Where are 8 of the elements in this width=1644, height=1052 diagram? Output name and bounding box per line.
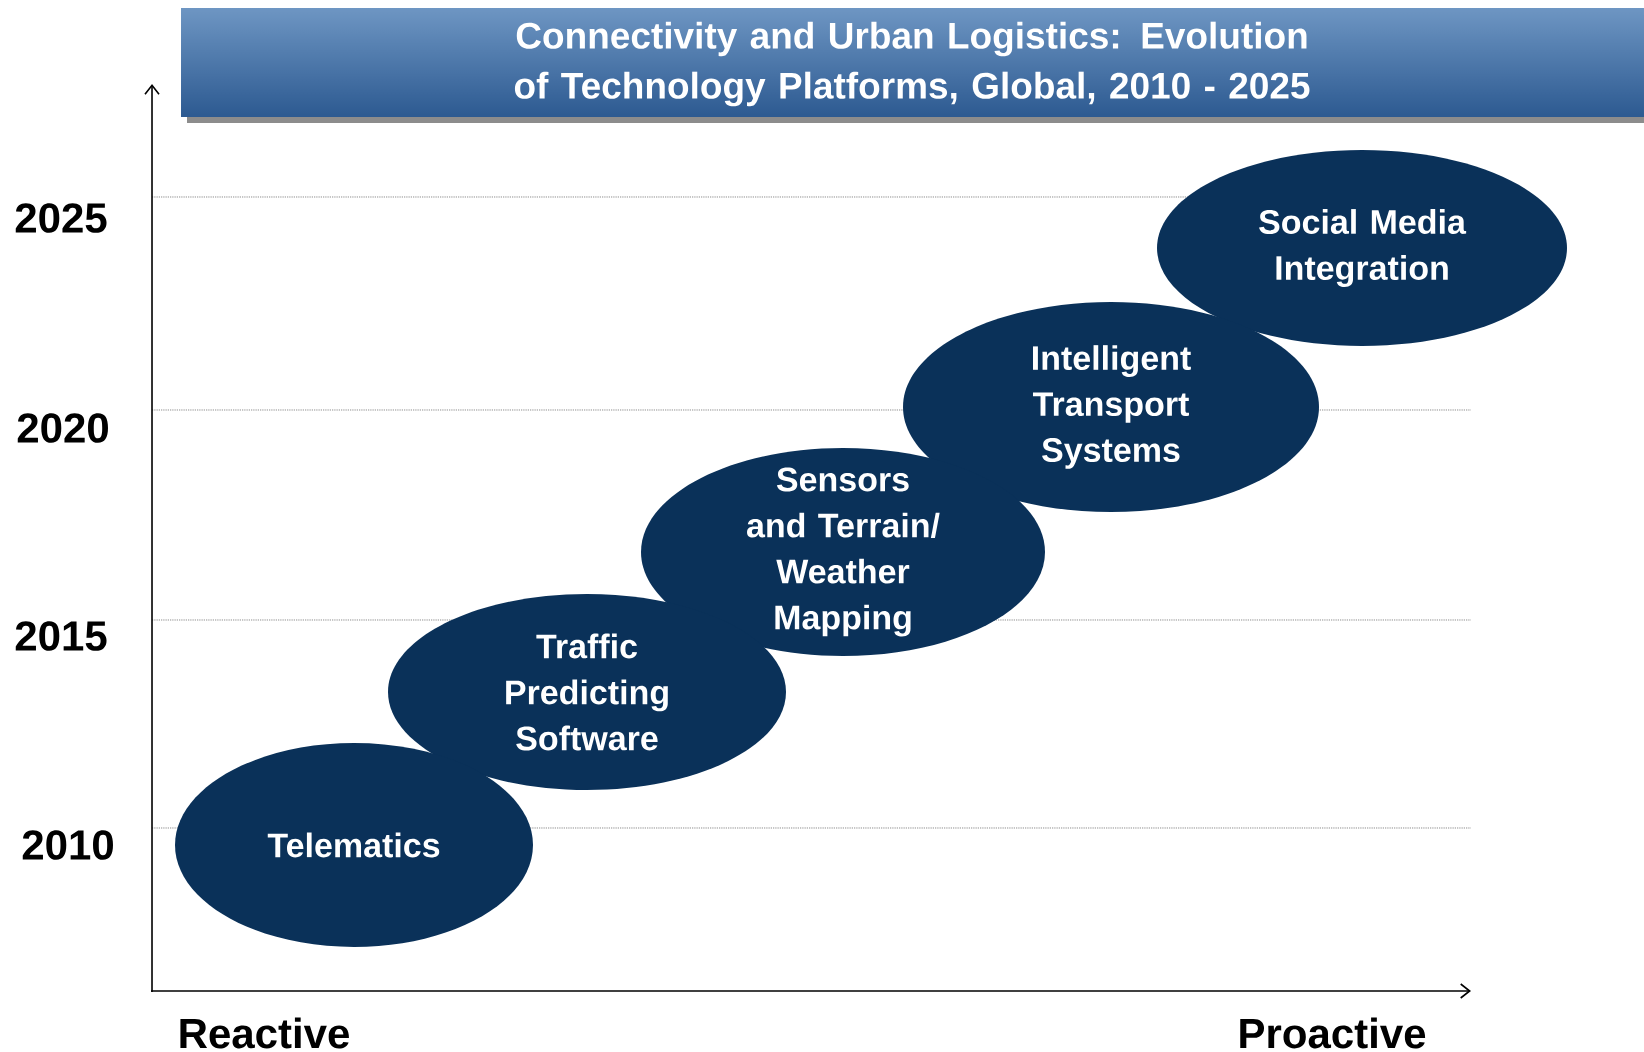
year-label: 2015: [15, 621, 107, 651]
ellipse-node: Social Media Integration: [1157, 150, 1567, 346]
year-label: 2010: [22, 830, 113, 860]
year-label: 2025: [15, 203, 107, 233]
year-label: 2020: [17, 413, 108, 443]
axis-label: Reactive: [180, 1017, 349, 1049]
axis-label: Proactive: [1240, 1017, 1426, 1049]
title-banner: Connectivity and Urban Logistics: Evolution of Technology Platforms, Global, 2010 - 2025: [181, 8, 1644, 123]
